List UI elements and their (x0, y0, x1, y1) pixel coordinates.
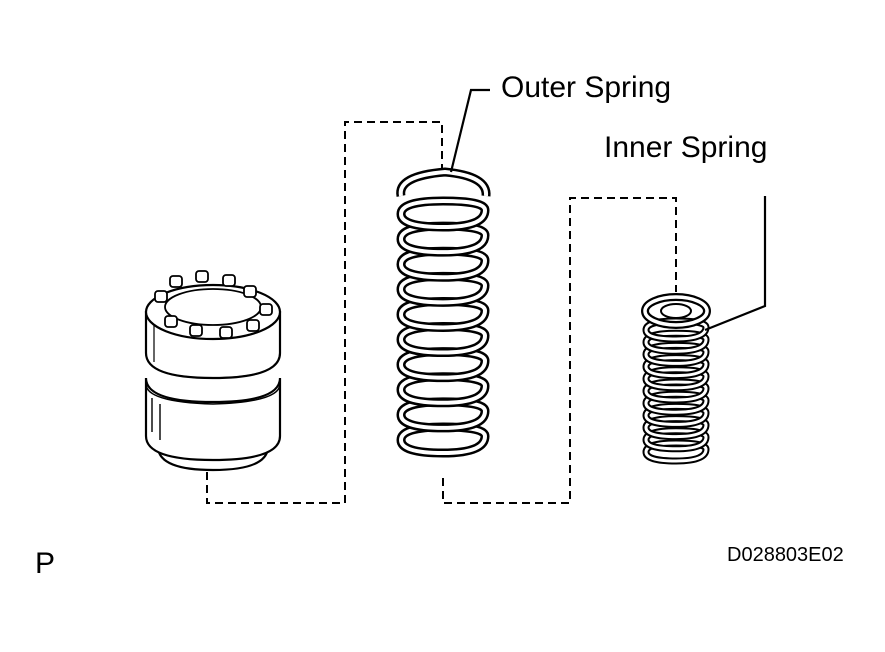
assembly-guide-lines (206, 121, 677, 504)
corner-mark: P (35, 547, 56, 580)
guide-line-outer-to-inner-spring (442, 197, 677, 504)
guide-line-piston-to-outer-spring (206, 121, 443, 504)
inner-spring (641, 293, 711, 465)
figure-code: D028803E02 (727, 544, 844, 566)
outer-spring-leader (449, 88, 490, 173)
piston (144, 270, 282, 472)
outer-spring (396, 167, 491, 458)
leader-lines (449, 88, 767, 332)
outer-spring-label: Outer Spring (501, 71, 672, 104)
inner-spring-leader (704, 196, 767, 332)
inner-spring-label: Inner Spring (604, 131, 768, 164)
